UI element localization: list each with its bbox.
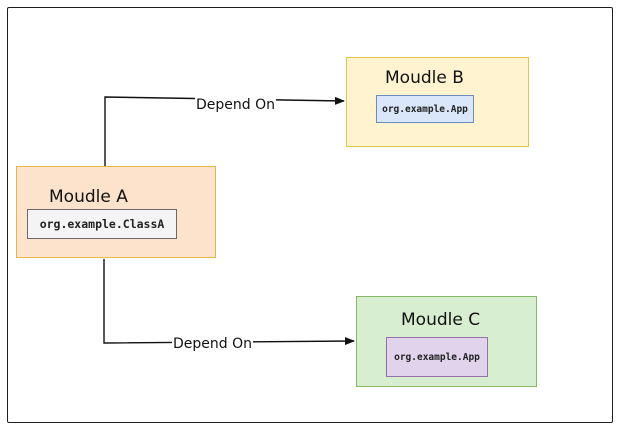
module-c-box[interactable]: Moudle C org.example.App (356, 296, 537, 387)
module-a-class-box[interactable]: org.example.ClassA (27, 209, 177, 239)
module-a-title: Moudle A (49, 187, 128, 207)
module-b-class-box[interactable]: org.example.App (376, 95, 474, 123)
edge-label-a-to-c: Depend On (172, 336, 253, 352)
module-b-title: Moudle B (385, 68, 464, 88)
module-a-box[interactable]: Moudle A org.example.ClassA (16, 166, 216, 258)
module-b-box[interactable]: Moudle B org.example.App (346, 57, 529, 147)
module-c-title: Moudle C (401, 310, 481, 330)
edge-label-a-to-b: Depend On (195, 97, 276, 113)
module-c-class-box[interactable]: org.example.App (386, 337, 488, 377)
